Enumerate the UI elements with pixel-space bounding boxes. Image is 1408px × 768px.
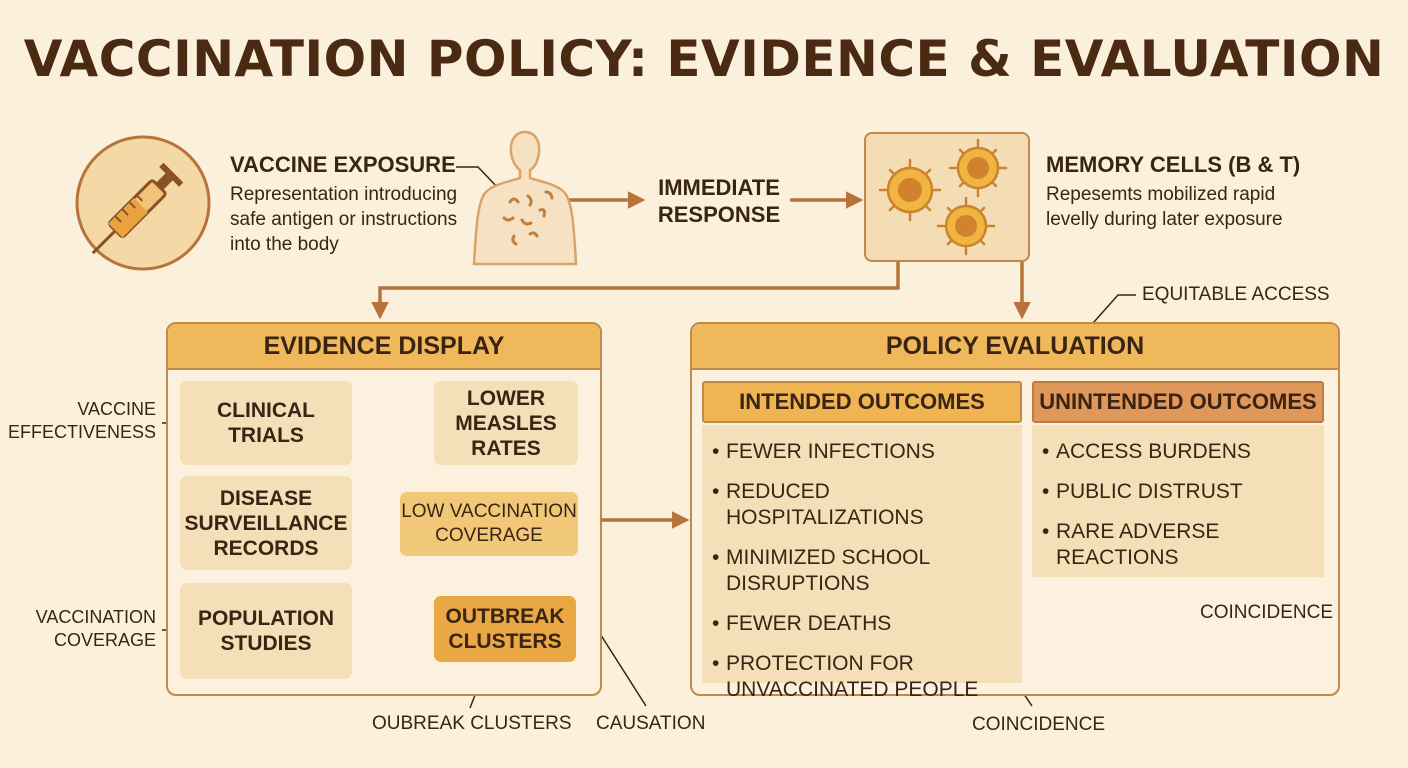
- intended-outcomes-header: INTENDED OUTCOMES: [702, 381, 1022, 423]
- label-vaccination-coverage: VACCINATION COVERAGE: [35, 607, 156, 650]
- label-coincidence-bottom: COINCIDENCE: [972, 714, 1106, 735]
- intended-outcomes-list: FEWER INFECTIONS REDUCED HOSPITALIZATION…: [702, 425, 1022, 701]
- evidence-display-header: EVIDENCE DISPLAY: [168, 324, 600, 370]
- unintended-outcomes-header: UNINTENDED OUTCOMES: [1032, 381, 1324, 423]
- label-equitable-access: EQUITABLE ACCESS: [1142, 284, 1330, 305]
- memory-cells-title: MEMORY CELLS (B & T): [1046, 152, 1301, 177]
- memory-cells-description: Repesemts mobilized rapid levelly during…: [1046, 184, 1283, 230]
- list-item: FEWER INFECTIONS: [712, 439, 1012, 465]
- exposure-title: VACCINE EXPOSURE: [230, 152, 456, 177]
- policy-evaluation-header: POLICY EVALUATION: [692, 324, 1338, 370]
- label-causation: CAUSATION: [596, 713, 706, 734]
- syringe-icon: [74, 134, 212, 272]
- immediate-response-label: IMMEDIATE RESPONSE: [657, 175, 781, 227]
- label-coincidence-right: COINCIDENCE: [1200, 602, 1334, 623]
- label-oubreak-clusters: OUBREAK CLUSTERS: [372, 713, 572, 734]
- list-item: REDUCED HOSPITALIZATIONS: [712, 479, 1012, 531]
- line-exposure-label: [456, 166, 501, 191]
- arrow-cells-to-evidence: [371, 262, 900, 320]
- list-item: PUBLIC DISTRUST: [1042, 479, 1314, 505]
- memory-cells-icon: [864, 132, 1030, 262]
- list-item: FEWER DEATHS: [712, 611, 1012, 637]
- unintended-outcomes-list: ACCESS BURDENS PUBLIC DISTRUST RARE ADVE…: [1032, 425, 1324, 577]
- human-body-icon: [470, 126, 580, 266]
- list-item: ACCESS BURDENS: [1042, 439, 1314, 465]
- label-vaccine-effectiveness: VACCINE EFFECTIVENESS: [7, 399, 156, 442]
- page-title: VACCINATION POLICY: EVIDENCE & EVALUATIO…: [23, 30, 1385, 88]
- exposure-description: Representation introducing safe antigen …: [230, 184, 458, 255]
